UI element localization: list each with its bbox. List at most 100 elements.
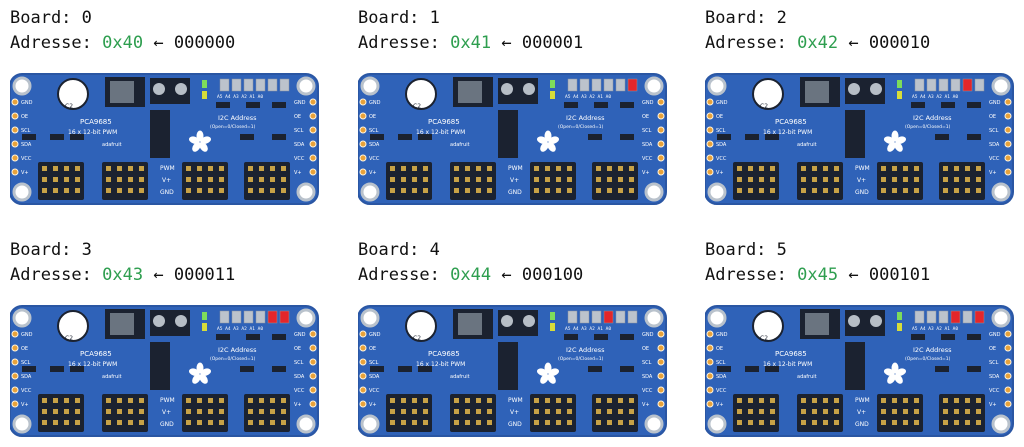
header-pin <box>534 398 539 403</box>
header-pin <box>737 177 742 182</box>
pin-pad <box>657 386 665 394</box>
led <box>897 323 902 331</box>
vplus-row-label: V+ <box>162 409 171 416</box>
capacitor-c2 <box>752 78 784 110</box>
capacitor-label: C2 <box>65 103 73 110</box>
pin-header <box>386 394 432 432</box>
header-pin <box>53 398 58 403</box>
i2c-label: I2C Address <box>218 114 257 122</box>
header-pin <box>42 420 47 425</box>
logo-petal <box>188 136 200 144</box>
header-pin <box>976 177 981 182</box>
header-pin <box>737 409 742 414</box>
header-pin <box>281 409 286 414</box>
address-jumper <box>243 310 254 324</box>
pin-pad <box>706 330 714 338</box>
pin-pad <box>657 98 665 106</box>
chip-label: PCA9685 <box>428 118 460 126</box>
header-pin <box>128 166 133 171</box>
smd-part <box>967 134 981 140</box>
pin-label: VCC <box>716 156 727 162</box>
pin-label: GND <box>21 100 33 106</box>
header-pin <box>607 420 612 425</box>
header-pin <box>965 188 970 193</box>
header-pin <box>954 166 959 171</box>
smd-part <box>717 366 731 372</box>
pin-header <box>733 394 779 432</box>
pwm-row-label: PWM <box>160 165 175 172</box>
pin-label: VCC <box>369 156 380 162</box>
pin-label: GND <box>642 100 654 106</box>
smd-part <box>594 334 608 340</box>
smd-part <box>272 102 286 108</box>
brand-label: adafruit <box>797 374 817 380</box>
logo-petal <box>199 141 208 152</box>
pin-header <box>797 162 843 200</box>
header-pin <box>401 420 406 425</box>
smd-part <box>564 102 578 108</box>
pin-label: SDA <box>21 374 32 380</box>
header-pin <box>197 188 202 193</box>
header-pin <box>219 409 224 414</box>
header-pin <box>401 188 406 193</box>
header-pin <box>596 177 601 182</box>
header-pin <box>976 398 981 403</box>
pin-pad <box>1004 168 1012 176</box>
header-pin <box>106 409 111 414</box>
header-pin <box>197 166 202 171</box>
header-pin <box>476 166 481 171</box>
header-pin <box>465 420 470 425</box>
header-pin <box>219 398 224 403</box>
header-pin <box>618 398 623 403</box>
pin-pad <box>706 386 714 394</box>
capacitor-c2 <box>57 78 89 110</box>
logo-petal <box>540 141 549 152</box>
smd-part <box>620 334 634 340</box>
pin-pad <box>309 98 317 106</box>
board-label: Board: 5 <box>705 240 787 260</box>
pin-pad <box>657 344 665 352</box>
address-jumper <box>615 78 626 92</box>
header-pin <box>476 188 481 193</box>
header-pin <box>556 166 561 171</box>
header-pin <box>128 420 133 425</box>
header-pin <box>567 409 572 414</box>
header-pin <box>487 420 492 425</box>
header-pin <box>75 409 80 414</box>
pin-pad <box>1004 98 1012 106</box>
pin-pad <box>11 400 19 408</box>
mounting-hole <box>707 308 727 328</box>
header-pin <box>534 420 539 425</box>
pin-label: SDA <box>21 142 32 148</box>
pin-pad <box>706 400 714 408</box>
pin-header <box>244 394 290 432</box>
header-pin <box>423 177 428 182</box>
pin-label: VCC <box>369 388 380 394</box>
header-pin <box>881 166 886 171</box>
pin-pad <box>359 386 367 394</box>
header-pin <box>823 188 828 193</box>
header-pin <box>454 420 459 425</box>
capacitor-label: C2 <box>413 335 421 342</box>
header-pin <box>903 420 908 425</box>
header-pin <box>75 188 80 193</box>
header-pin <box>401 177 406 182</box>
smd-part <box>588 134 602 140</box>
pin-pad <box>309 112 317 120</box>
header-pin <box>64 188 69 193</box>
header-pin <box>390 409 395 414</box>
pin-header <box>182 394 228 432</box>
pin-label: SDA <box>989 374 1000 380</box>
pin-label: V+ <box>716 402 724 408</box>
address-label: Adresse: 0x41 ← 000001 <box>358 33 584 53</box>
header-pin <box>208 177 213 182</box>
pin-label: VCC <box>294 388 305 394</box>
header-pin <box>618 409 623 414</box>
pin-label: OE <box>716 346 723 352</box>
header-pin <box>976 409 981 414</box>
jumper-labels: A5 A4 A3 A2 A1 A0 <box>565 326 611 332</box>
pin-pad <box>1004 344 1012 352</box>
